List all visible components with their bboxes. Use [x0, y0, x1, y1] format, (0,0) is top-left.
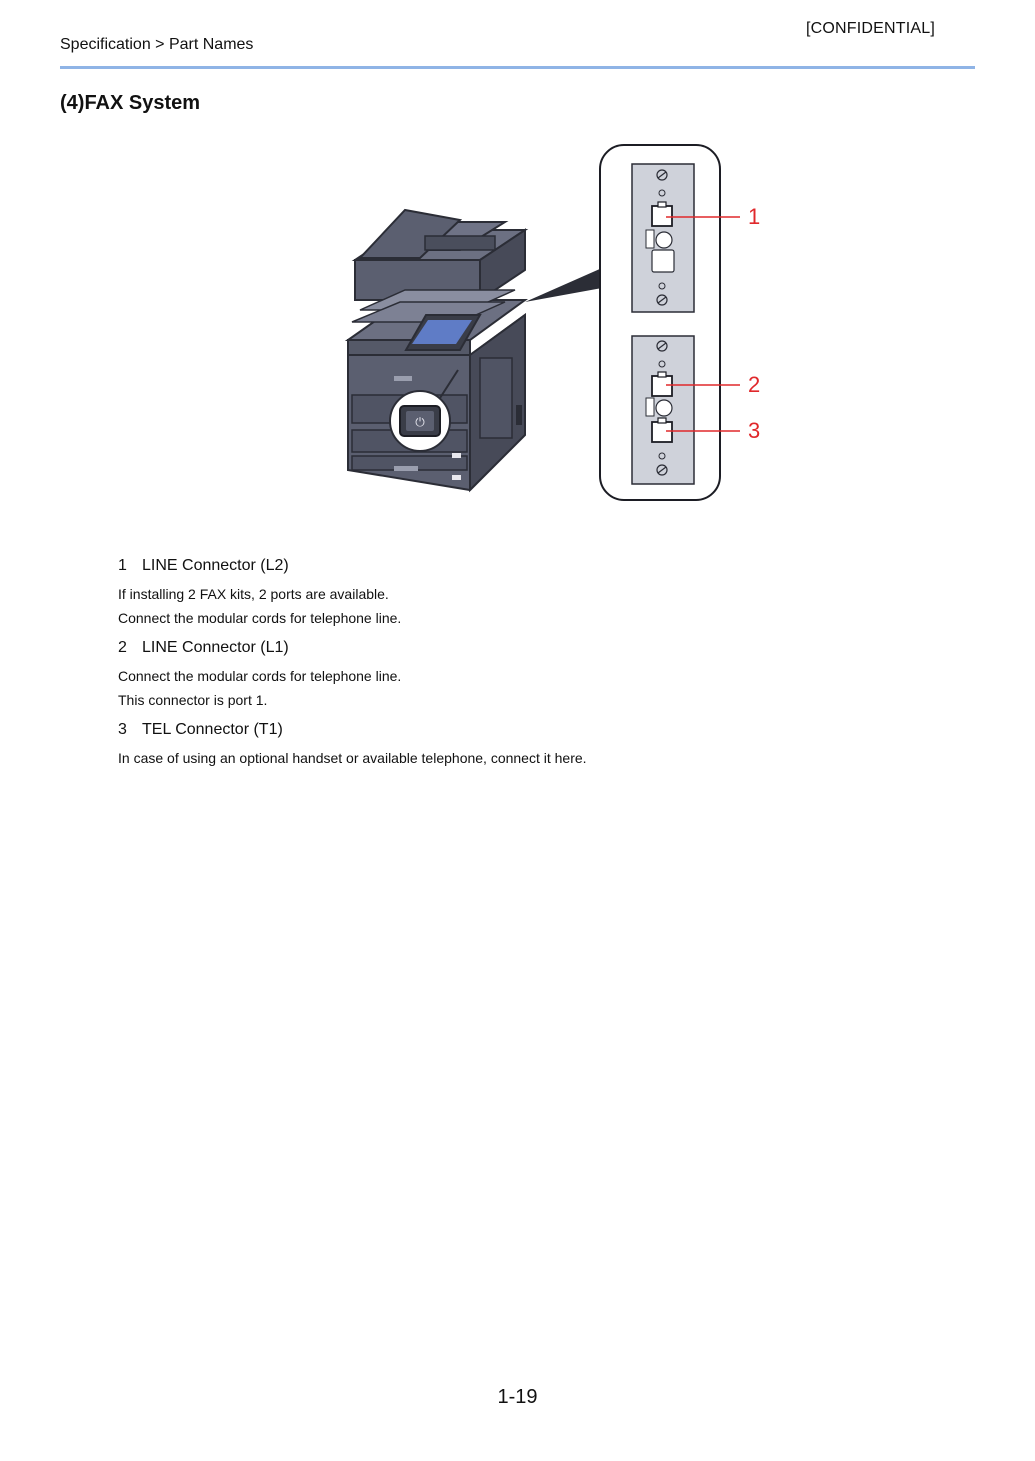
- item-description: In case of using an optional handset or …: [118, 750, 587, 766]
- item-title: LINE Connector (L2): [142, 557, 289, 574]
- item-heading: 1 LINE Connector (L2): [118, 556, 918, 576]
- callout-1: 1: [748, 204, 760, 229]
- callout-3: 3: [748, 418, 760, 443]
- connector-item-line-l2: 1 LINE Connector (L2) If installing 2 FAX…: [118, 556, 918, 630]
- fax-illustration: ⏻: [344, 144, 760, 501]
- fax-system-figure: ⏻: [330, 140, 770, 510]
- breadcrumb: Specification > Part Names: [60, 36, 254, 53]
- connector-item-tel-t1: 3 TEL Connector (T1) In case of using an …: [118, 720, 918, 770]
- item-title: LINE Connector (L1): [142, 639, 289, 656]
- callout-2: 2: [748, 372, 760, 397]
- connector-item-line-l1: 2 LINE Connector (L1) Connect the modular…: [118, 638, 918, 712]
- page-number: 1-19: [497, 1386, 538, 1408]
- header-rule: [60, 66, 975, 69]
- item-title: TEL Connector (T1): [142, 721, 283, 738]
- item-number: 1: [118, 557, 127, 574]
- printer-illustration: ⏻: [344, 208, 529, 493]
- power-icon: ⏻: [415, 415, 425, 429]
- item-description: This connector is port 1.: [118, 692, 268, 708]
- item-number: 3: [118, 721, 127, 738]
- item-heading: 2 LINE Connector (L1): [118, 638, 918, 658]
- item-description: Connect the modular cords for telephone …: [118, 668, 402, 684]
- item-description: Connect the modular cords for telephone …: [118, 610, 402, 626]
- section-title: (4)FAX System: [60, 92, 201, 114]
- item-description: If installing 2 FAX kits, 2 ports are av…: [118, 586, 389, 602]
- confidential-label: [CONFIDENTIAL]: [805, 20, 935, 37]
- upper-fax-panel: [631, 163, 695, 313]
- connector-list: 1 LINE Connector (L2) If installing 2 FAX…: [118, 556, 918, 778]
- lower-fax-panel: [631, 335, 695, 485]
- item-heading: 3 TEL Connector (T1): [118, 720, 918, 740]
- item-number: 2: [118, 639, 127, 656]
